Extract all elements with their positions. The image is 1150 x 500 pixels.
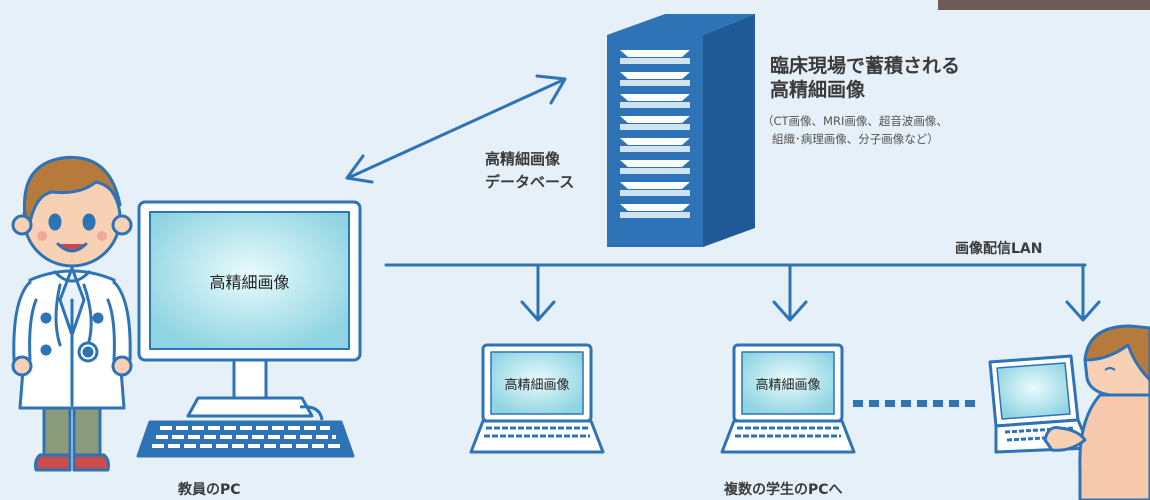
server-note-line2: 組織･病理画像、分子画像など） [772, 132, 939, 146]
server-note-line1: （CT画像、MRI画像、超音波画像、 [762, 114, 948, 128]
dotted-connector [853, 400, 975, 407]
student-laptop-2-icon [720, 343, 856, 454]
server-tower-icon [607, 14, 755, 247]
students-pc-label: 複数の学生のPCへ [724, 482, 843, 498]
teacher-monitor-text: 高精細画像 [209, 272, 290, 292]
lan-network-line [384, 263, 1101, 322]
laptop-1-screen-text: 高精細画像 [504, 377, 570, 393]
corner-photo [938, 0, 1150, 10]
database-label-line2: データベース [485, 173, 575, 191]
double-arrow [345, 74, 567, 184]
teacher-desktop-pc-icon [136, 200, 362, 458]
teacher-figure-icon [11, 155, 133, 472]
student-figure-icon [1043, 324, 1150, 500]
server-title-line1: 臨床現場で蓄積される [770, 55, 961, 77]
lan-label: 画像配信LAN [955, 241, 1043, 257]
server-title-line2: 高精細画像 [770, 79, 866, 101]
student-laptop-1-icon [469, 343, 605, 454]
database-label-line1: 高精細画像 [485, 150, 561, 168]
laptop-2-screen-text: 高精細画像 [755, 377, 821, 393]
teacher-pc-label: 教員のPC [178, 482, 241, 498]
